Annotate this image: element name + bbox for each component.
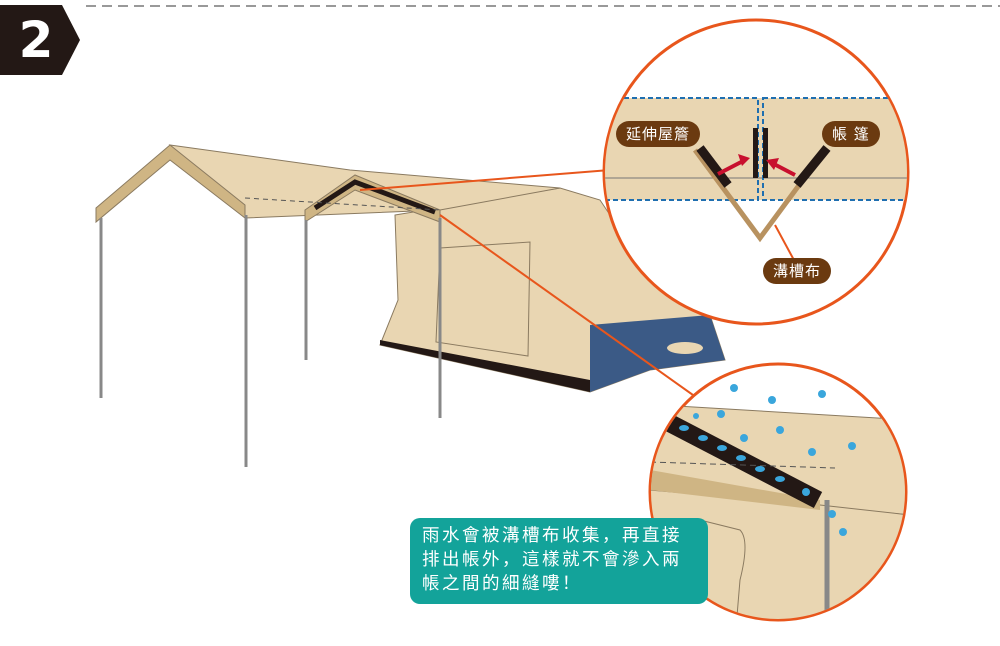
label-tent: 帳 篷 (822, 121, 880, 147)
tent-body (379, 187, 726, 393)
explanation-note: 雨水會被溝槽布收集，再直接排出帳外，這樣就不會滲入兩帳之間的細縫嘍！ (410, 518, 708, 604)
label-extension-eave: 延伸屋簷 (616, 121, 701, 147)
raindrops (679, 384, 856, 536)
step-number: 2 (18, 11, 54, 69)
poles (99, 215, 442, 467)
label-gutter-cloth: 溝槽布 (763, 258, 832, 284)
zoom-circle-top (602, 18, 910, 326)
step-badge (0, 5, 80, 75)
